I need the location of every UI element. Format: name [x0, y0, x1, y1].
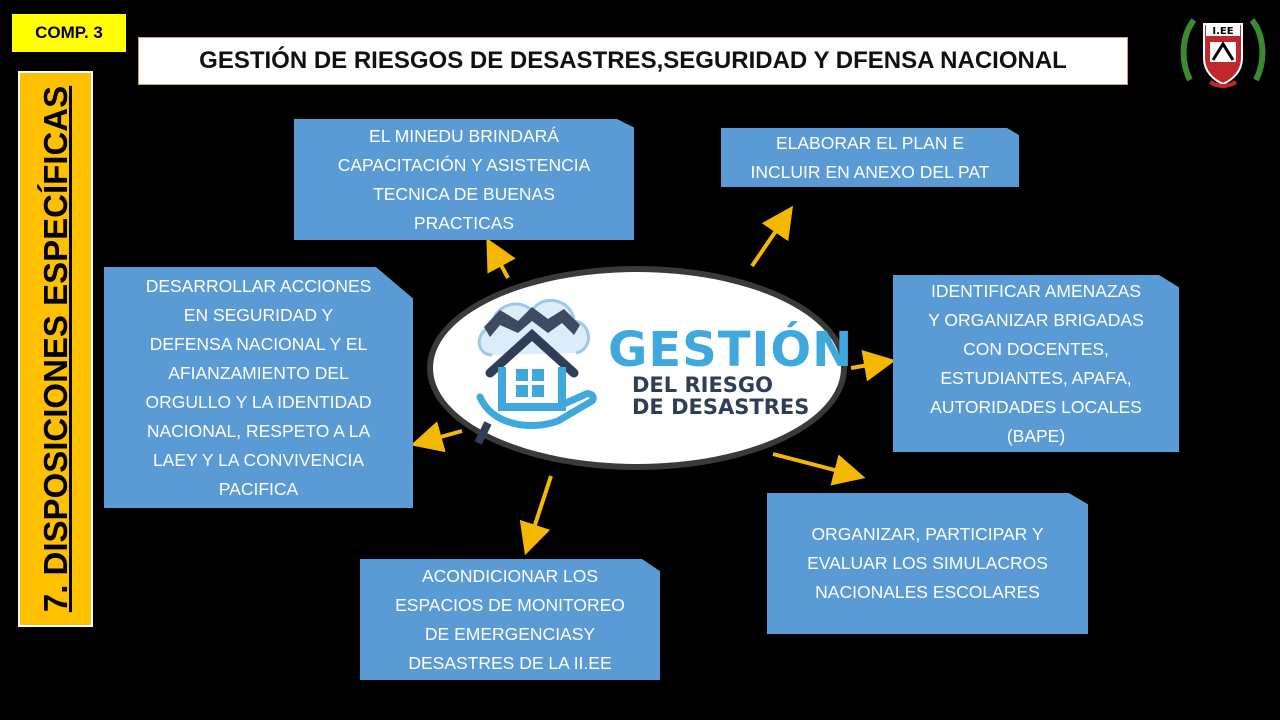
box-espacios-monitoreo: ACONDICIONAR LOS ESPACIOS DE MONITOREO DE …: [360, 559, 660, 680]
box-text-line: ACONDICIONAR LOS: [422, 565, 598, 586]
arrow-to-plan: [750, 205, 794, 268]
page-title: GESTIÓN DE RIESGOS DE DESASTRES,SEGURIDA…: [138, 37, 1128, 85]
box-text-line: ORGANIZAR, PARTICIPAR Y: [811, 524, 1044, 544]
box-capacitacion: EL MINEDU BRINDARÁ CAPACITACIÓN Y ASISTEN…: [294, 119, 634, 240]
crest-label: I.EE: [1212, 26, 1233, 37]
component-badge: COMP. 3: [12, 14, 126, 52]
box-text-line: CON DOCENTES,: [963, 338, 1109, 359]
box-text-line: (BAPE): [1006, 425, 1066, 446]
box-text-line: ELABORAR EL PLAN E: [775, 132, 965, 153]
logo-title: GESTIÓN: [608, 322, 854, 378]
arrow-to-amenazas: [850, 349, 896, 382]
box-text-line: TECNICA DE BUENAS: [373, 183, 555, 204]
box-text-line: LAEY Y LA CONVIVENCIA: [152, 449, 365, 470]
box-simulacros: ORGANIZAR, PARTICIPAR Y EVALUAR LOS SIMUL…: [767, 493, 1088, 634]
box-text-line: PRACTICAS: [413, 212, 515, 233]
box-plan-pat: ELABORAR EL PLAN E INCLUIR EN ANEXO DEL P…: [721, 128, 1019, 187]
box-text-line: Y ORGANIZAR BRIGADAS: [928, 309, 1144, 330]
box-text-line: ESPACIOS DE MONITOREO: [395, 594, 625, 615]
box-text-line: EVALUAR LOS SIMULACROS: [807, 553, 1048, 573]
box-amenazas-brigadas: IDENTIFICAR AMENAZAS Y ORGANIZAR BRIGADAS…: [893, 275, 1179, 452]
box-text-line: AFIANZAMIENTO DEL: [168, 362, 349, 383]
box-text-line: DEFENSA NACIONAL Y EL: [149, 333, 368, 354]
box-seguridad-defensa: DESARROLLAR ACCIONES EN SEGURIDAD Y DEFENS…: [104, 267, 413, 508]
box-text-line: EL MINEDU BRINDARÁ: [369, 125, 559, 146]
box-text-line: EN SEGURIDAD Y: [183, 304, 334, 325]
box-text-line: AUTORIDADES LOCALES: [930, 396, 1142, 417]
logo-subtitle-1: DEL RIESGO: [632, 373, 774, 397]
box-text-line: INCLUIR EN ANEXO DEL PAT: [750, 161, 990, 182]
box-text-line: DESASTRES DE LA II.EE: [408, 652, 612, 673]
logo-subtitle-2: DE DESASTRES: [632, 395, 810, 419]
box-text-line: CAPACITACIÓN Y ASISTENCIA: [337, 154, 591, 175]
side-section-label: 7. DISPOSICIONES ESPECÍFICAS: [18, 71, 93, 627]
school-crest-icon: I.EE: [1180, 10, 1266, 99]
box-text-line: NACIONAL, RESPETO A LA: [146, 420, 371, 441]
arrow-to-capacitacion: [486, 237, 516, 279]
house-hand-cloud-icon: [470, 285, 600, 450]
center-logo-text: GESTIÓN DEL RIESGO DE DESASTRES: [608, 326, 853, 418]
box-text-line: PACIFICA: [218, 478, 299, 499]
box-text-line: NACIONALES ESCOLARES: [815, 582, 1040, 602]
box-text-line: ESTUDIANTES, APAFA,: [940, 367, 1132, 388]
box-text-line: DE EMERGENCIASY: [424, 623, 596, 644]
arrow-to-espacios: [519, 475, 553, 556]
arrow-to-simulacros: [772, 452, 866, 486]
box-text-line: DESARROLLAR ACCIONES: [145, 275, 372, 296]
box-text-line: IDENTIFICAR AMENAZAS: [930, 280, 1142, 301]
arrow-to-acciones: [410, 421, 463, 453]
box-text-line: ORGULLO Y LA IDENTIDAD: [145, 391, 372, 412]
